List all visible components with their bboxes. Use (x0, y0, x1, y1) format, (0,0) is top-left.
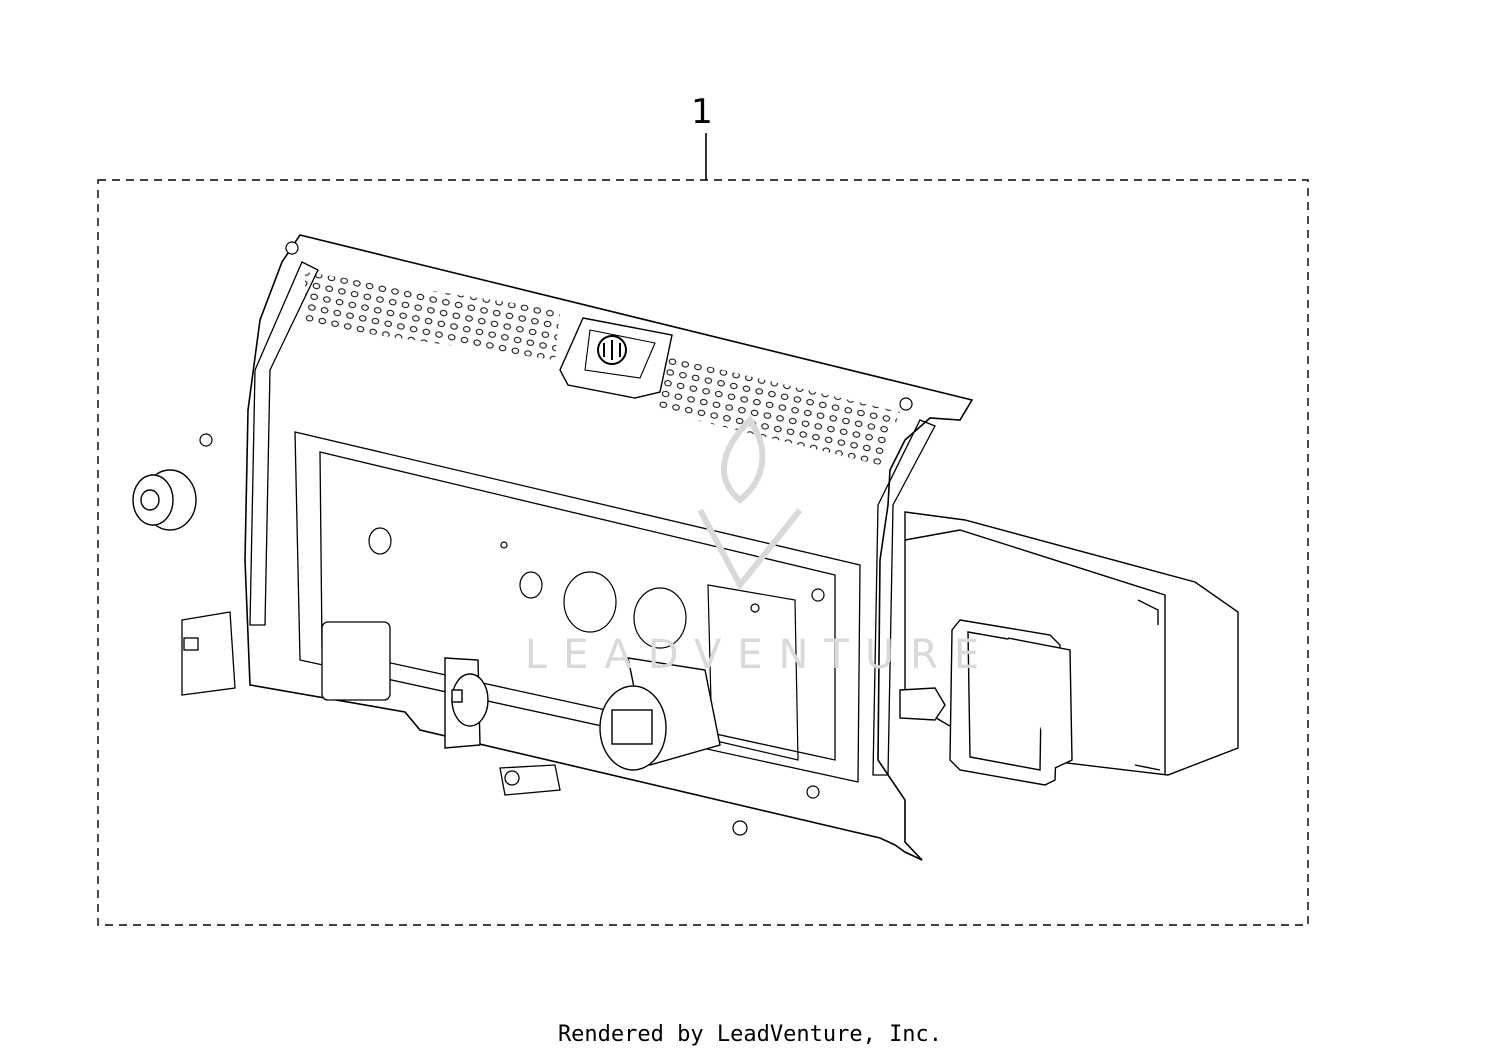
blank-cover-plate (321, 621, 391, 701)
handle-duct (899, 619, 1073, 786)
outlet-cutout (633, 587, 687, 649)
screw (750, 603, 760, 613)
brand-logo-badge (559, 317, 673, 399)
bolt (806, 785, 820, 799)
rocker-switch (181, 611, 236, 696)
bolt (732, 820, 748, 836)
watermark-emblem (697, 415, 803, 591)
callout-number: 1 (691, 92, 713, 132)
assembly-boundary-box (97, 179, 1309, 926)
control-knob (132, 469, 197, 531)
bolt (285, 241, 299, 255)
plate-hole (519, 571, 543, 599)
fasteners (199, 241, 913, 836)
small-socket (444, 657, 489, 749)
watermark-text: LEADVENTURE (524, 632, 996, 678)
outlet-cutout (563, 571, 617, 633)
vent-grille-right (655, 355, 900, 465)
bolt (899, 397, 913, 411)
control-panel (244, 234, 974, 861)
screw (500, 541, 508, 549)
footer-credit: Rendered by LeadVenture, Inc. (557, 1022, 943, 1047)
bolt (811, 588, 825, 602)
plate-hole (368, 527, 392, 555)
circuit-breaker (499, 764, 561, 796)
vent-grille-left (305, 272, 560, 360)
bolt (199, 433, 213, 447)
large-outlet (599, 657, 721, 771)
